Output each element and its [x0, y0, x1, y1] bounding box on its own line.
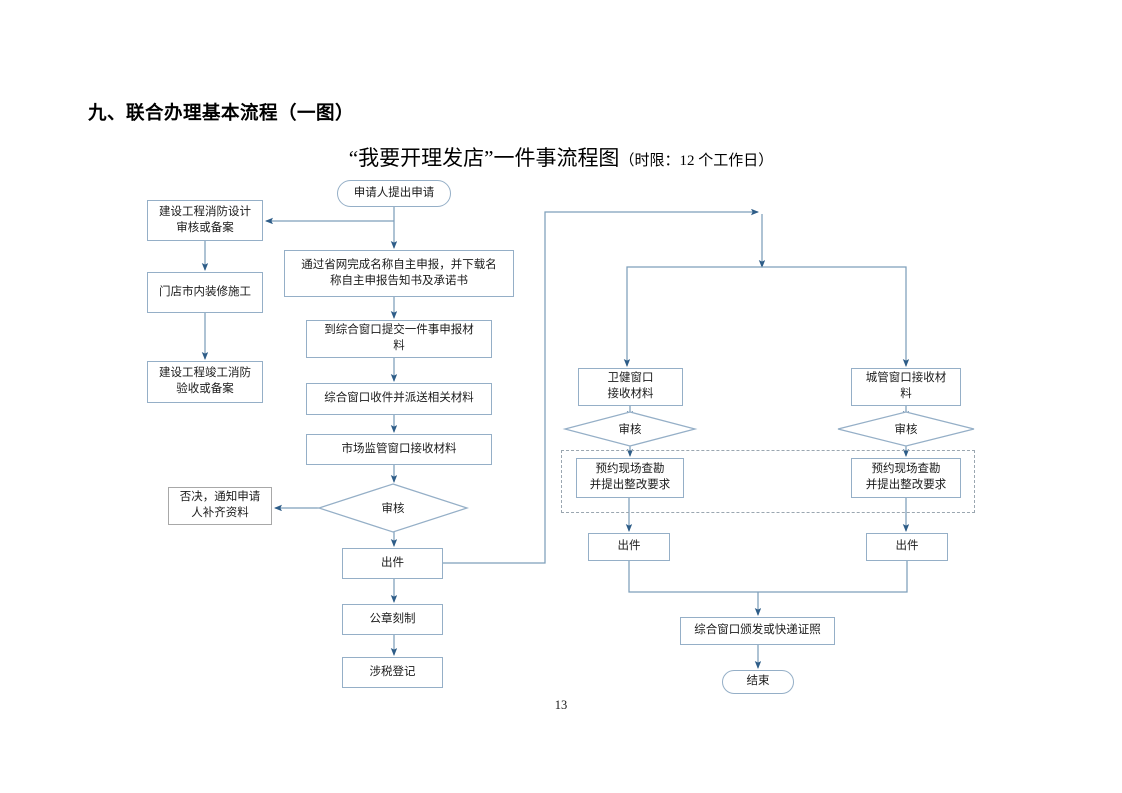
node-fire-acceptance-label: 建设工程竣工消防验收或备案 — [159, 367, 251, 395]
node-fire-acceptance[interactable]: 建设工程竣工消防验收或备案 — [147, 361, 263, 403]
node-urban-window[interactable]: 城管窗口接收材料 — [851, 368, 961, 406]
node-health-survey-label: 预约现场查勘并提出整改要求 — [589, 463, 671, 491]
site-survey-dashed-group — [561, 450, 975, 513]
node-deliver-license-label: 综合窗口颁发或快递证照 — [694, 624, 821, 637]
node-window-accept[interactable]: 综合窗口收件并派送相关材料 — [306, 383, 492, 415]
decision-review-urban[interactable]: 审核 — [837, 411, 975, 447]
node-issue-urban[interactable]: 出件 — [866, 533, 948, 561]
node-window-accept-label: 综合窗口收件并派送相关材料 — [324, 392, 474, 405]
node-reject-notice-label: 否决，通知申请人补齐资料 — [179, 491, 261, 519]
node-urban-survey[interactable]: 预约现场查勘并提出整改要求 — [851, 458, 961, 498]
edge-issue-to-right-branch — [443, 208, 759, 564]
node-deliver-license[interactable]: 综合窗口颁发或快递证照 — [680, 617, 835, 645]
node-seal-engraving[interactable]: 公章刻制 — [342, 604, 443, 635]
decision-review-health[interactable]: 审核 — [562, 411, 698, 447]
node-seal-engraving-label: 公章刻制 — [369, 612, 416, 625]
node-tax-registration[interactable]: 涉税登记 — [342, 657, 443, 688]
node-issue-center[interactable]: 出件 — [342, 548, 443, 579]
chart-title-main: “我要开理发店”一件事流程图 — [348, 146, 620, 170]
edge-issues-merge-bus — [628, 561, 908, 593]
node-end-label: 结束 — [746, 675, 770, 688]
page-number: 13 — [554, 698, 568, 712]
node-health-window[interactable]: 卫健窗口接收材料 — [578, 368, 683, 406]
node-health-survey[interactable]: 预约现场查勘并提出整改要求 — [576, 458, 684, 498]
node-start-label: 申请人提出申请 — [353, 186, 435, 199]
node-health-window-label: 卫健窗口接收材料 — [607, 372, 654, 400]
decision-review-health-label: 审核 — [618, 424, 642, 436]
edge-branch-to-health-window — [623, 266, 762, 367]
node-start[interactable]: 申请人提出申请 — [337, 180, 451, 207]
node-name-declare-label: 通过省网完成名称自主申报，并下载名称自主申报告知书及承诺书 — [301, 258, 497, 287]
node-issue-center-label: 出件 — [381, 556, 404, 569]
node-market-window-label: 市场监管窗口接收材料 — [341, 442, 457, 455]
node-issue-urban-label: 出件 — [895, 540, 919, 553]
node-interior-work-label: 门店市内装修施工 — [159, 285, 251, 298]
decision-review-urban-label: 审核 — [894, 424, 918, 436]
node-interior-work[interactable]: 门店市内装修施工 — [147, 272, 263, 313]
chart-title-subtitle: （时限：12 个工作日） — [619, 153, 774, 169]
edge-branch-to-urban-window — [762, 266, 910, 367]
node-tax-registration-label: 涉税登记 — [369, 665, 416, 678]
node-name-declare[interactable]: 通过省网完成名称自主申报，并下载名称自主申报告知书及承诺书 — [284, 250, 514, 297]
node-reject-notice[interactable]: 否决，通知申请人补齐资料 — [168, 487, 272, 525]
node-urban-survey-label: 预约现场查勘并提出整改要求 — [865, 463, 947, 491]
decision-review-market[interactable]: 审核 — [316, 483, 470, 533]
node-fire-design[interactable]: 建设工程消防设计审核或备案 — [147, 200, 263, 241]
node-urban-window-label: 城管窗口接收材料 — [865, 372, 947, 400]
section-heading: 九、联合办理基本流程（一图） — [88, 102, 355, 123]
chart-title: “我要开理发店”一件事流程图（时限：12 个工作日） — [0, 142, 1122, 172]
node-submit-window[interactable]: 到综合窗口提交一件事申报材料 — [306, 320, 492, 358]
node-submit-window-label: 到综合窗口提交一件事申报材料 — [324, 324, 474, 352]
node-fire-design-label: 建设工程消防设计审核或备案 — [159, 205, 251, 234]
node-end[interactable]: 结束 — [722, 670, 794, 694]
decision-review-market-label: 审核 — [381, 503, 405, 515]
node-issue-health[interactable]: 出件 — [588, 533, 670, 561]
node-issue-health-label: 出件 — [617, 540, 641, 553]
node-market-window[interactable]: 市场监管窗口接收材料 — [306, 434, 492, 465]
